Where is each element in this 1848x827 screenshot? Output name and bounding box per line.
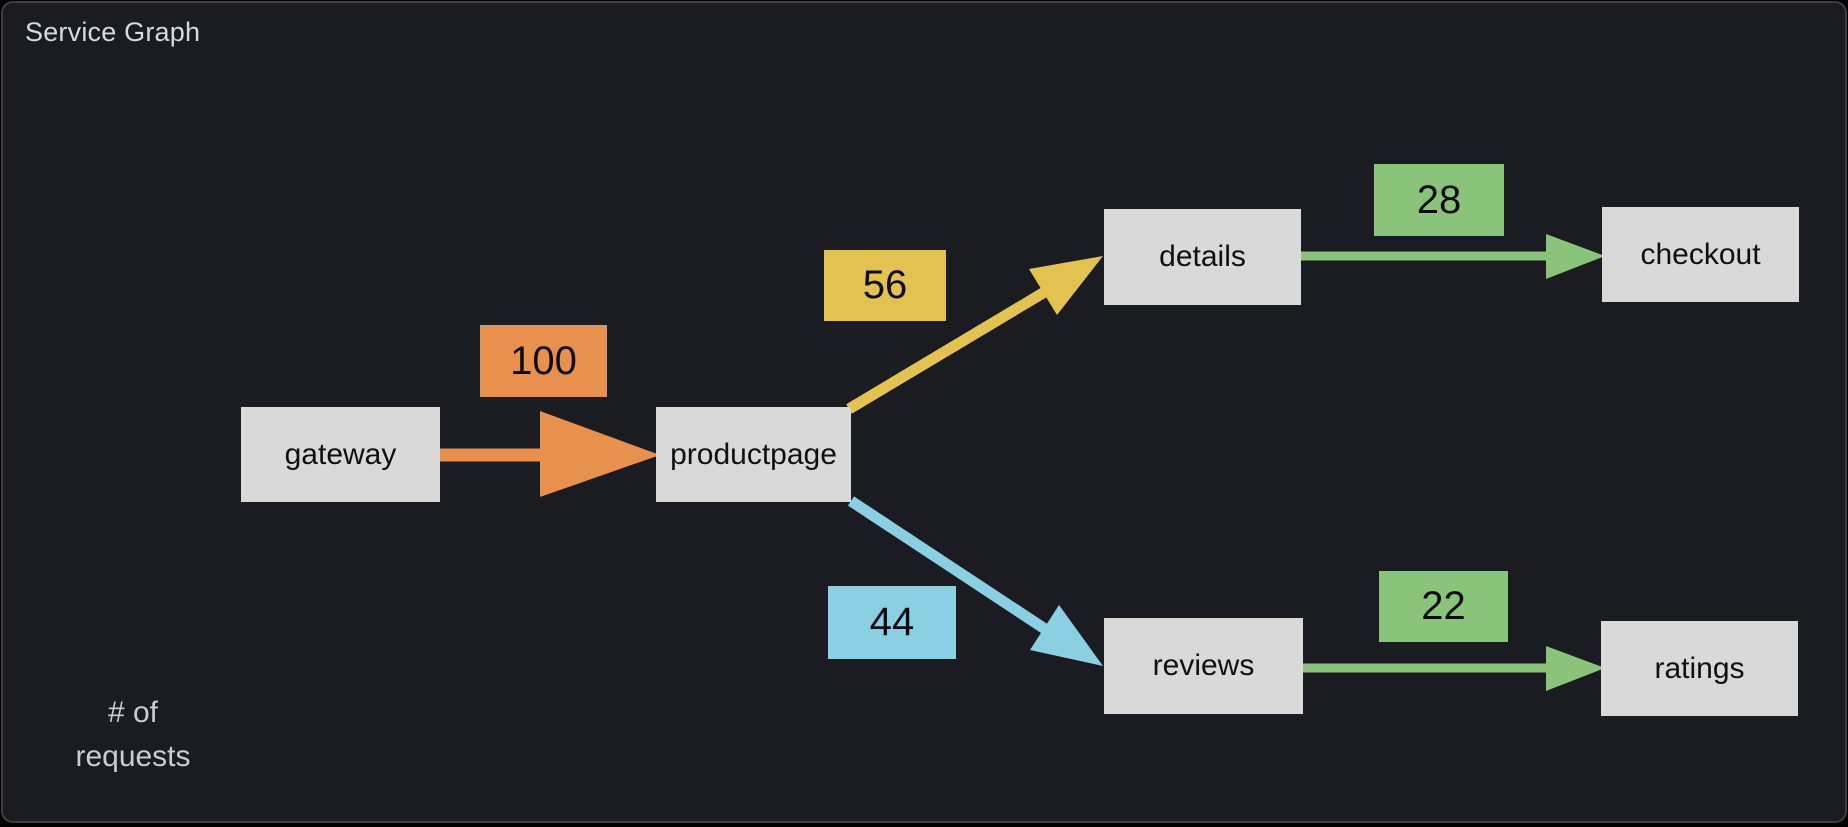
edge-reviews-ratings-arrow — [1303, 646, 1605, 691]
edge-details-checkout-arrow — [1301, 234, 1605, 279]
edge-label-gateway-productpage: 100 — [480, 325, 607, 397]
node-productpage[interactable]: productpage — [656, 407, 851, 502]
edge-productpage-reviews-arrow — [847, 496, 1103, 666]
node-gateway[interactable]: gateway — [241, 407, 440, 502]
edge-label-details-checkout: 28 — [1374, 164, 1504, 236]
edge-productpage-details-arrow — [846, 256, 1103, 414]
panel-title[interactable]: Service Graph — [25, 17, 201, 47]
legend-requests-note: # of requests — [43, 691, 223, 779]
legend-line-1: # of — [107, 696, 159, 729]
node-ratings[interactable]: ratings — [1601, 621, 1798, 716]
edge-label-productpage-reviews: 44 — [828, 586, 956, 659]
node-checkout[interactable]: checkout — [1602, 207, 1799, 302]
legend-line-2: requests — [75, 740, 191, 773]
node-details[interactable]: details — [1104, 209, 1301, 305]
edge-label-reviews-ratings: 22 — [1379, 571, 1508, 642]
edge-gateway-productpage-arrow — [440, 411, 660, 497]
edge-label-productpage-details: 56 — [824, 250, 946, 321]
edges-canvas — [440, 234, 1605, 691]
node-reviews[interactable]: reviews — [1104, 618, 1303, 714]
